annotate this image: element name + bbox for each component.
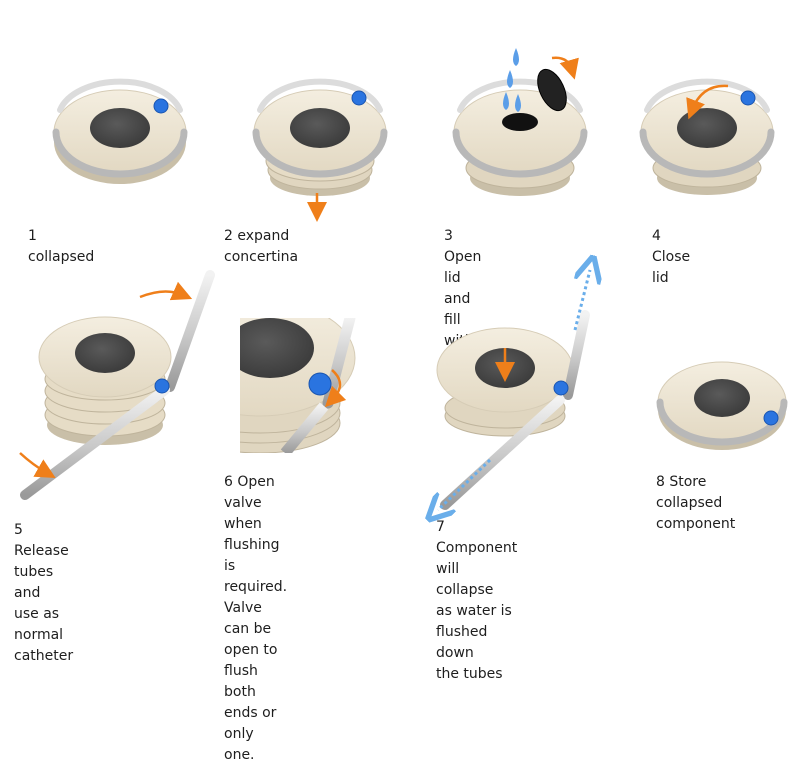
valve-icon bbox=[154, 99, 168, 113]
valve-icon bbox=[155, 379, 169, 393]
valve-icon bbox=[352, 91, 366, 105]
step-2-caption: 2 expand concertina bbox=[224, 226, 298, 268]
curved-arrow-icon bbox=[140, 291, 183, 297]
water-drop-icon bbox=[507, 70, 513, 88]
step-5-device-illustration bbox=[15, 265, 225, 510]
step-8-caption: 8 Store collapsed component bbox=[656, 472, 735, 535]
water-drop-icon bbox=[513, 48, 519, 66]
step-1-device-illustration bbox=[40, 70, 200, 200]
step-8-device-illustration bbox=[652, 348, 792, 458]
step-2-device-illustration bbox=[245, 70, 395, 220]
step-4-caption: 4 Close lid bbox=[652, 226, 690, 289]
curved-arrow-icon bbox=[20, 453, 47, 473]
step-6-closeup-illustration bbox=[240, 318, 360, 453]
catheter-tube bbox=[568, 315, 585, 395]
step-4-device-illustration bbox=[632, 70, 782, 200]
step-6-caption: 6 Open valve when flushing is required. … bbox=[224, 472, 287, 766]
step-3-device-illustration bbox=[440, 40, 600, 200]
step-1-caption: 1 collapsed bbox=[28, 226, 94, 268]
valve-icon bbox=[764, 411, 778, 425]
valve-icon bbox=[309, 373, 331, 395]
curved-arrow-icon bbox=[552, 58, 572, 70]
step-5-caption: 5 Release tubes and use as normal cathet… bbox=[14, 520, 73, 667]
step-7-caption: 7 Component will collapse as water is fl… bbox=[436, 517, 517, 685]
valve-icon bbox=[741, 91, 755, 105]
valve-icon bbox=[554, 381, 568, 395]
step-7-device-illustration bbox=[430, 260, 605, 515]
